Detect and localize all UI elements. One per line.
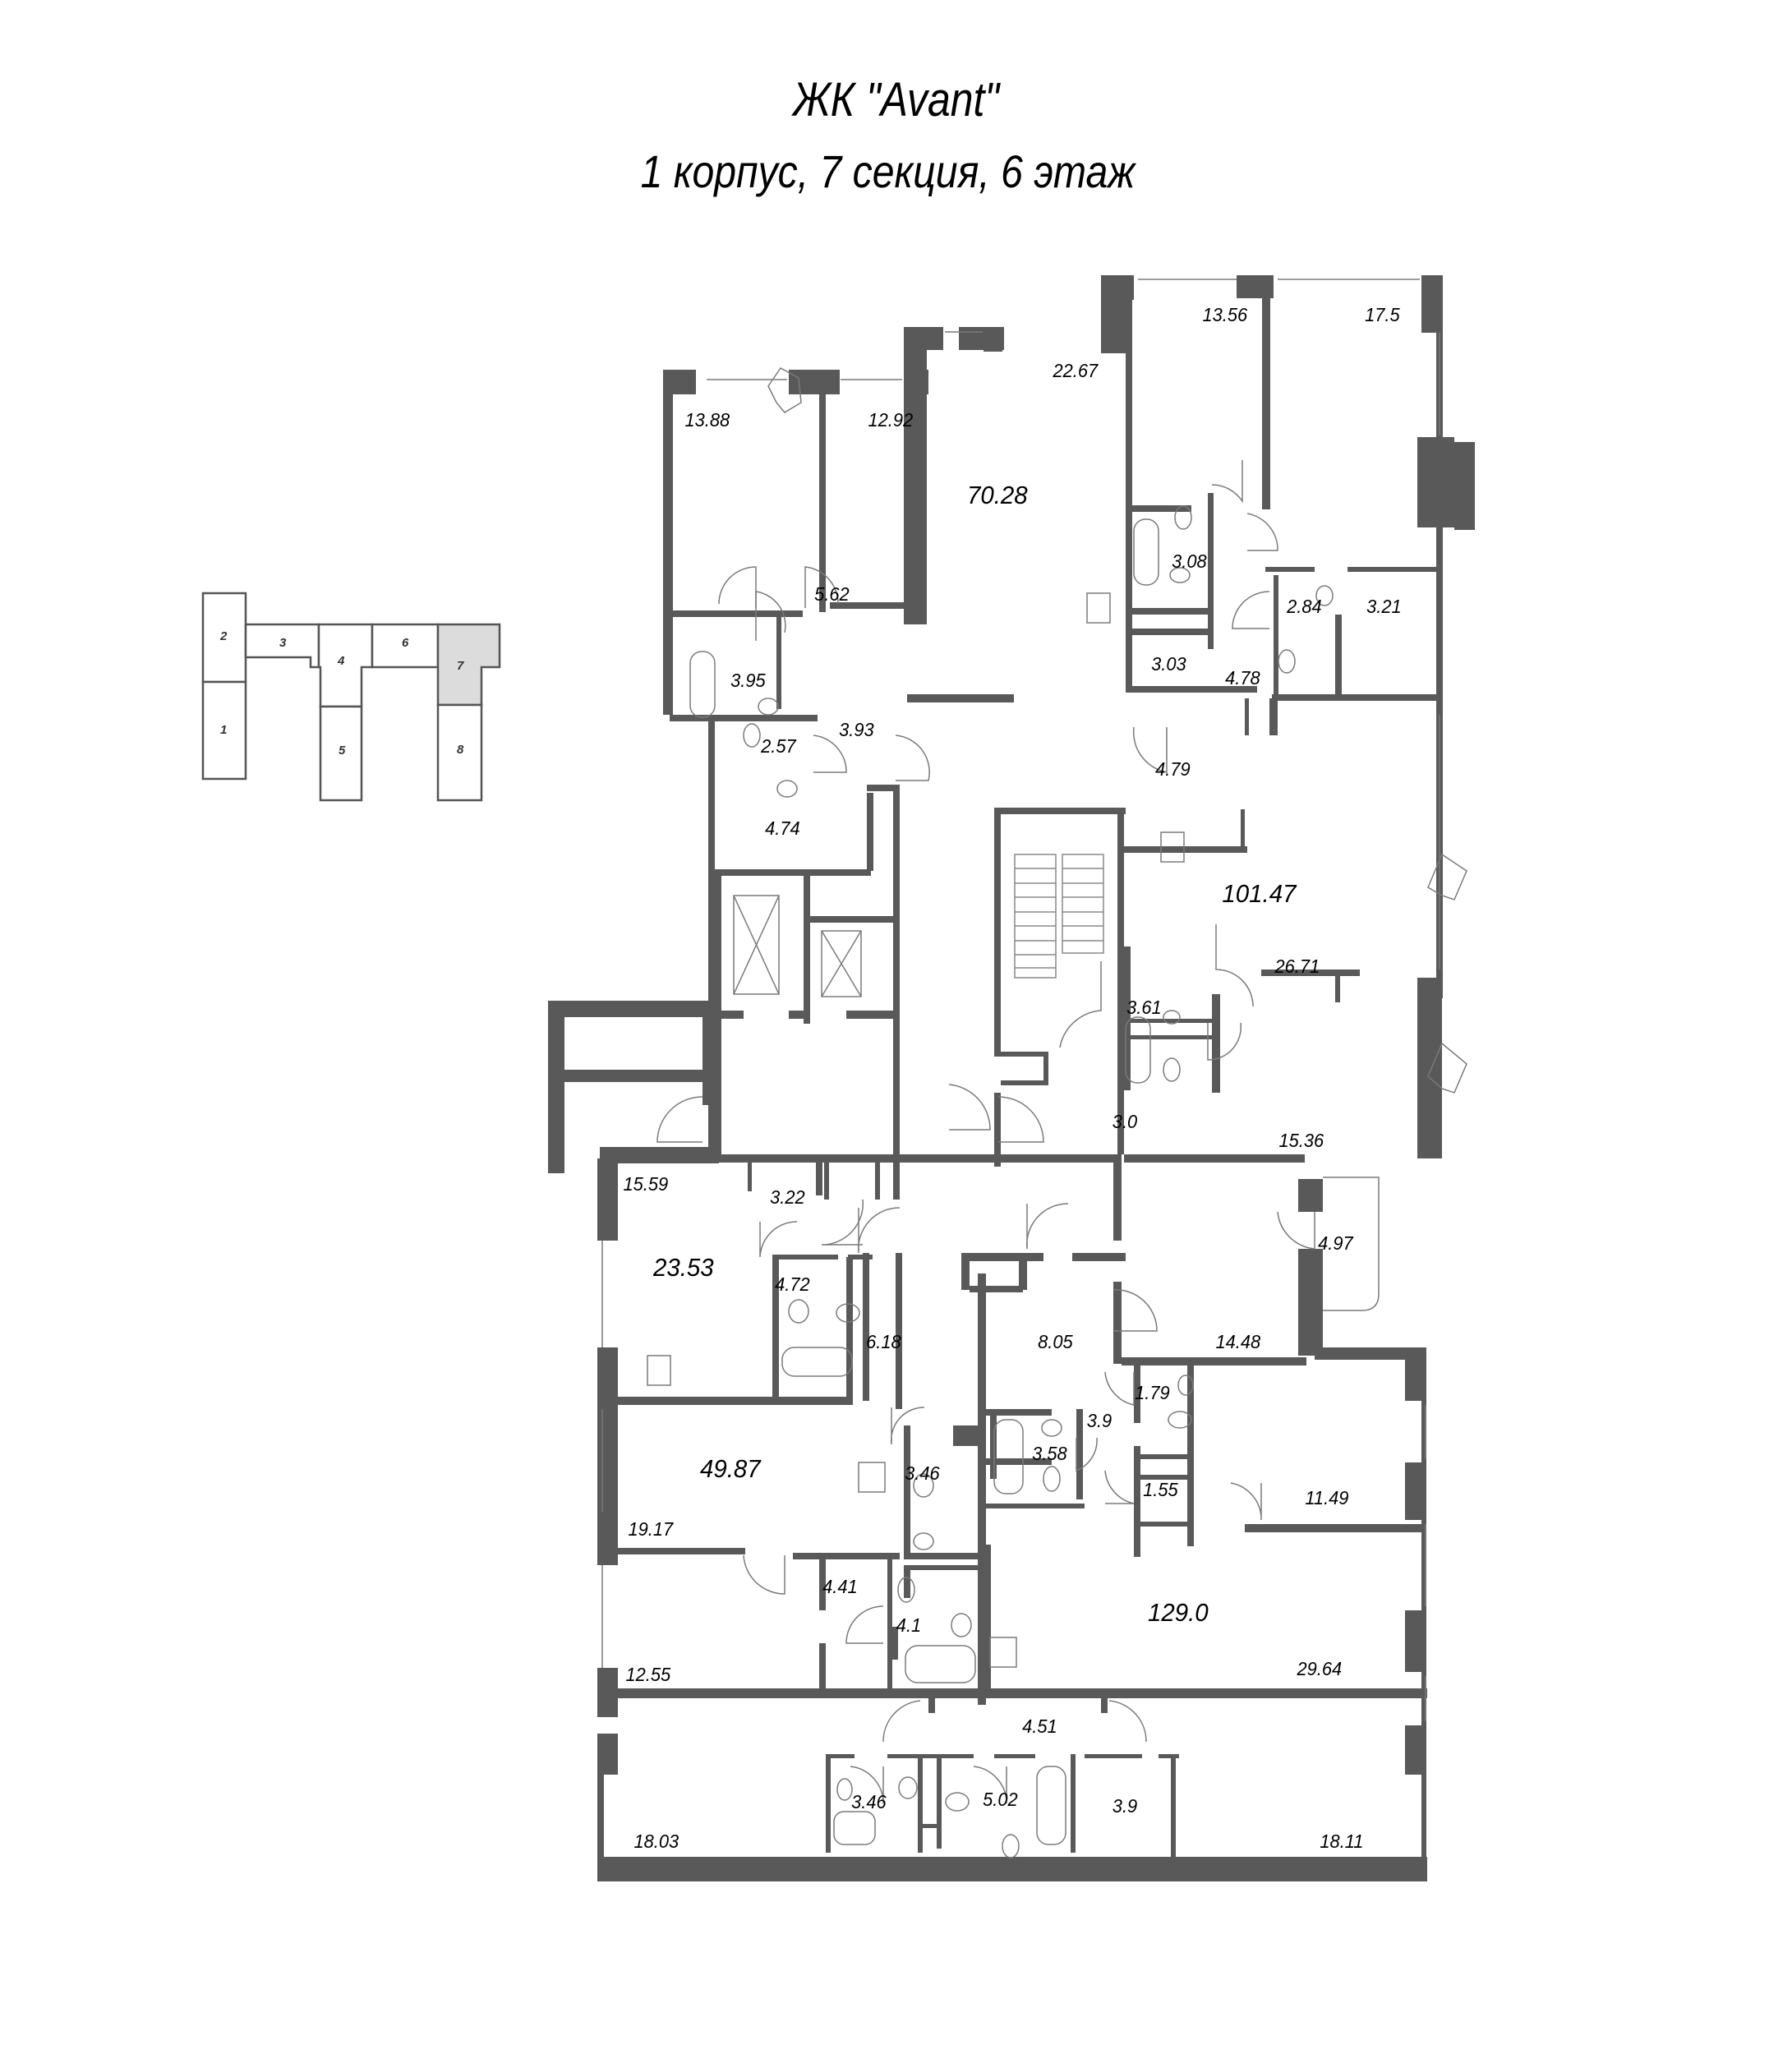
room-area-29-64: 29.64 xyxy=(1297,1658,1343,1679)
room-area-19-17: 19.17 xyxy=(628,1518,674,1540)
room-area-4-78: 4.78 xyxy=(1225,667,1260,689)
room-area-14-48: 14.48 xyxy=(1215,1331,1261,1352)
room-area-4-1: 4.1 xyxy=(896,1614,922,1636)
room-area-12-55: 12.55 xyxy=(625,1664,671,1685)
room-area-3-0: 3.0 xyxy=(1112,1111,1138,1132)
room-area-22-67: 22.67 xyxy=(1053,360,1099,381)
room-area-3-21: 3.21 xyxy=(1366,596,1402,617)
apartment-total-49-87: 49.87 xyxy=(699,1454,761,1483)
apartment-total-129-0: 129.0 xyxy=(1147,1598,1209,1627)
room-area-18-11: 18.11 xyxy=(1320,1831,1364,1852)
room-area-3-46-b: 3.46 xyxy=(851,1791,887,1812)
room-area-13-56: 13.56 xyxy=(1202,304,1248,325)
complex-title: ЖК "Avant" xyxy=(792,73,1000,127)
room-area-17-5: 17.5 xyxy=(1365,304,1400,325)
room-area-12-92: 12.92 xyxy=(868,409,914,431)
fixtures xyxy=(601,279,1467,1858)
room-area-1-79: 1.79 xyxy=(1135,1382,1170,1403)
room-area-4-72: 4.72 xyxy=(775,1273,810,1295)
room-area-5-02: 5.02 xyxy=(983,1789,1018,1810)
room-area-4-74: 4.74 xyxy=(765,817,800,839)
floor-location: 1 корпус, 7 секция, 6 этаж xyxy=(640,145,1136,197)
key-label-1: 1 xyxy=(220,723,228,737)
room-area-15-59: 15.59 xyxy=(623,1173,669,1195)
room-area-3-08: 3.08 xyxy=(1172,550,1207,572)
key-label-4: 4 xyxy=(338,654,345,668)
room-area-3-93: 3.93 xyxy=(839,719,874,740)
room-area-4-97: 4.97 xyxy=(1318,1232,1353,1254)
room-area-11-49: 11.49 xyxy=(1305,1487,1349,1508)
key-label-6: 6 xyxy=(402,636,409,650)
key-label-7: 7 xyxy=(457,659,464,673)
room-area-13-88: 13.88 xyxy=(684,409,730,431)
room-area-4-41: 4.41 xyxy=(822,1576,858,1597)
room-area-4-79: 4.79 xyxy=(1155,758,1191,780)
key-label-8: 8 xyxy=(457,743,464,757)
key-label-3: 3 xyxy=(279,636,287,650)
room-area-3-61: 3.61 xyxy=(1126,997,1162,1018)
room-area-26-71: 26.71 xyxy=(1274,956,1320,977)
room-area-8-05: 8.05 xyxy=(1038,1331,1073,1352)
room-area-3-22: 3.22 xyxy=(770,1186,805,1208)
room-area-3-03: 3.03 xyxy=(1151,653,1186,675)
room-area-6-18: 6.18 xyxy=(866,1331,901,1352)
room-area-4-51: 4.51 xyxy=(1022,1716,1057,1737)
room-area-2-84: 2.84 xyxy=(1287,596,1322,617)
room-area-3-95: 3.95 xyxy=(730,670,766,691)
room-area-3-9-storage: 3.9 xyxy=(1112,1795,1138,1817)
room-area-5-62: 5.62 xyxy=(814,583,850,605)
room-area-15-36: 15.36 xyxy=(1278,1130,1324,1151)
room-area-1-55: 1.55 xyxy=(1143,1479,1178,1500)
walls xyxy=(548,275,1475,1881)
key-label-5: 5 xyxy=(339,744,346,758)
apartment-total-101-47: 101.47 xyxy=(1222,879,1297,908)
room-area-3-9-hall: 3.9 xyxy=(1086,1410,1113,1431)
room-area-3-58: 3.58 xyxy=(1032,1443,1067,1464)
key-label-2: 2 xyxy=(220,629,228,643)
room-area-18-03: 18.03 xyxy=(633,1831,679,1852)
room-area-3-46-a: 3.46 xyxy=(905,1462,940,1484)
apartment-total-70-28: 70.28 xyxy=(966,481,1028,509)
apartment-total-23-53: 23.53 xyxy=(652,1253,714,1282)
room-area-2-57: 2.57 xyxy=(761,735,796,757)
